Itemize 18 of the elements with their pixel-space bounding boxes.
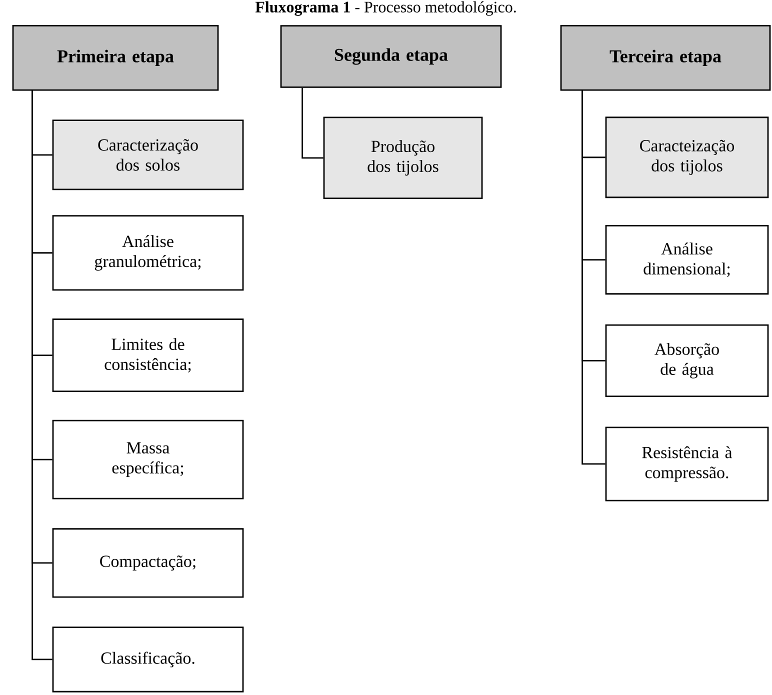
- stage-box: Terceira etapa: [560, 25, 771, 91]
- process-box: Massa específica;: [52, 420, 244, 500]
- stage-box: Segunda etapa: [280, 25, 502, 88]
- process-box: Caracterização dos solos: [52, 120, 244, 190]
- process-box: Resistência à compressão.: [605, 426, 769, 502]
- process-box: Limites de consistência;: [52, 318, 244, 392]
- connector-line: [302, 88, 324, 159]
- process-box: Absorção de água: [605, 324, 769, 397]
- process-box: Caracteização dos tijolos: [605, 116, 769, 198]
- title: Fluxograma 1 - Processo metodológico.: [255, 1, 516, 16]
- process-box: Análise granulométrica;: [52, 215, 244, 291]
- connector-line: [582, 90, 606, 465]
- process-box: Classificação.: [52, 626, 244, 692]
- process-box: Compactação;: [52, 528, 244, 598]
- process-box: Análise dimensional;: [605, 224, 769, 295]
- stage-box: Primeira etapa: [12, 25, 219, 91]
- process-box: Produção dos tijolos: [323, 116, 483, 200]
- connector-line: [32, 90, 52, 660]
